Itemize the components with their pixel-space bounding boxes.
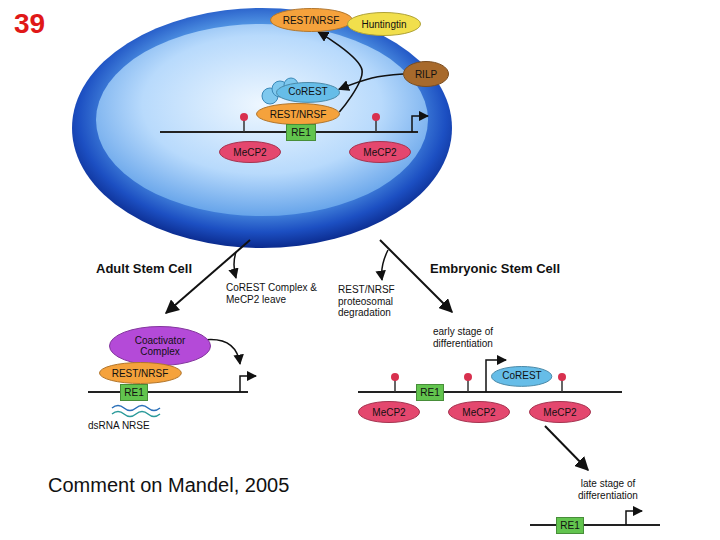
stage-label: late stage of differentiation	[558, 478, 658, 501]
methyl-group	[372, 113, 380, 121]
promoter-arrow	[412, 116, 428, 132]
node-text: MeCP2	[363, 147, 396, 158]
dsrna-strand	[112, 406, 160, 411]
node-text: REST/NRSF	[112, 368, 169, 379]
protein-oval: MeCP2	[219, 141, 281, 163]
protein-oval: MeCP2	[529, 401, 591, 423]
slide-number: 39	[14, 8, 45, 40]
pathway-branch	[234, 252, 236, 278]
protein-oval: Huntingtin	[347, 12, 421, 36]
step-note: CoREST Complex & MeCP2 leave	[226, 282, 326, 305]
node-text: Coactivator Complex	[124, 335, 196, 357]
stage-label: early stage of differentiation	[420, 326, 506, 349]
protein-oval: MeCP2	[349, 141, 411, 163]
node-text: RILP	[415, 69, 437, 80]
node-text: REST/NRSF	[283, 15, 340, 26]
methyl-stem	[375, 120, 377, 132]
dna-strand	[88, 391, 248, 393]
pathway-arrow	[545, 426, 588, 470]
protein-oval: MeCP2	[448, 401, 510, 423]
dna-element-box: RE1	[416, 384, 444, 401]
step-note: REST/NRSF proteosomal degradation	[338, 284, 414, 319]
protein-oval: REST/NRSF	[256, 103, 340, 125]
connector-arrow	[339, 74, 403, 89]
node-text: CoREST	[288, 86, 327, 97]
node-text: REST/NRSF	[270, 109, 327, 120]
dna-element-box: RE1	[120, 384, 148, 401]
protein-oval: Coactivator Complex	[109, 326, 211, 366]
dna-element-box: RE1	[556, 517, 584, 534]
section-heading: Adult Stem Cell	[96, 262, 192, 277]
methyl-group	[558, 373, 566, 381]
caption: Comment on Mandel, 2005	[48, 474, 289, 497]
nucleus	[72, 8, 452, 248]
node-text: CoREST	[502, 370, 541, 381]
methyl-group	[391, 373, 399, 381]
protein-oval: MeCP2	[358, 401, 420, 423]
methyl-stem	[467, 380, 469, 392]
node-text: MeCP2	[233, 147, 266, 158]
dna-strand	[530, 524, 660, 526]
methyl-stem	[243, 120, 245, 132]
methyl-stem	[561, 380, 563, 392]
node-text: RE1	[291, 127, 310, 138]
methyl-group	[464, 373, 472, 381]
molecule-label: dsRNA NRSE	[88, 420, 150, 432]
node-text: MeCP2	[462, 407, 495, 418]
node-text: RE1	[420, 387, 439, 398]
node-text: MeCP2	[543, 407, 576, 418]
dsrna-strand	[112, 412, 160, 417]
protein-oval: RILP	[403, 61, 449, 87]
node-text: RE1	[124, 387, 143, 398]
protein-oval: CoREST	[491, 366, 552, 387]
promoter-arrow	[626, 511, 642, 525]
pathway-branch	[382, 250, 388, 280]
dna-element-box: RE1	[286, 124, 316, 141]
node-text: MeCP2	[372, 407, 405, 418]
node-text: Huntingtin	[361, 19, 406, 30]
node-text: RE1	[560, 520, 579, 531]
promoter-arrow	[240, 376, 256, 392]
dna-strand	[358, 391, 622, 393]
methyl-stem	[394, 380, 396, 392]
protein-oval: REST/NRSF	[99, 362, 182, 384]
methyl-group	[240, 113, 248, 121]
protein-oval: REST/NRSF	[270, 8, 353, 32]
section-heading: Embryonic Stem Cell	[430, 262, 560, 277]
protein-oval: CoREST	[276, 82, 340, 103]
nucleoplasm	[96, 24, 428, 216]
